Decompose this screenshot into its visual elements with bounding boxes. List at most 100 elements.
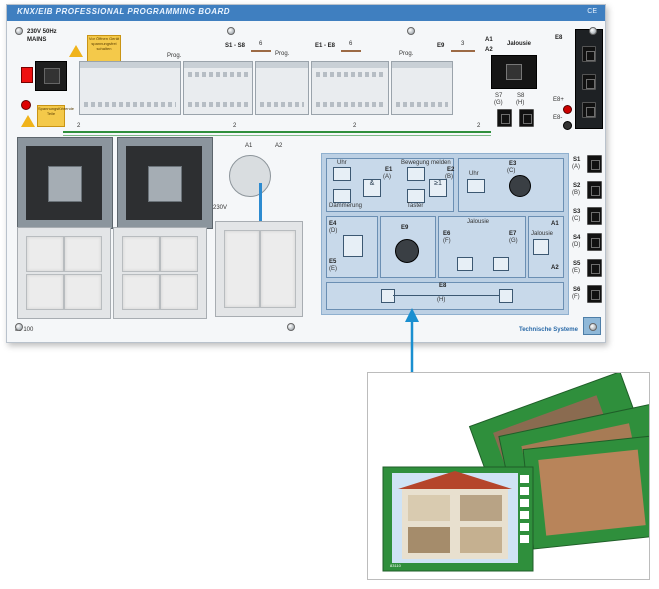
e7-symbol-icon bbox=[493, 257, 509, 271]
voltage-label: 230V bbox=[213, 205, 228, 211]
card-front bbox=[382, 466, 534, 572]
bus-number: 2 bbox=[353, 123, 357, 129]
side-socket-s4[interactable] bbox=[587, 233, 602, 251]
label-uhr: Uhr bbox=[337, 160, 347, 166]
label-daemmerung: Dämmerung bbox=[329, 203, 363, 209]
label-e5-sub: (E) bbox=[329, 266, 337, 272]
e3-knob[interactable] bbox=[509, 175, 531, 197]
label-e9: E9 bbox=[401, 225, 409, 231]
rocker-3b[interactable] bbox=[260, 230, 296, 308]
card-back-1 bbox=[522, 434, 659, 550]
label-e3: E3 bbox=[509, 161, 517, 167]
label-a2: A2 bbox=[485, 47, 493, 53]
side-socket-s5[interactable] bbox=[587, 259, 602, 277]
rocker-2d[interactable] bbox=[160, 274, 198, 310]
socket-e8-2[interactable] bbox=[582, 74, 596, 90]
flush-coupler-1 bbox=[17, 137, 113, 229]
side-socket-s1[interactable] bbox=[587, 155, 602, 173]
logic-cell-e9: E9 bbox=[380, 216, 436, 278]
daemmerung-icon bbox=[333, 189, 351, 203]
side-socket-s3[interactable] bbox=[587, 207, 602, 225]
switch-actuator-module-2 bbox=[311, 61, 389, 115]
bus-number: 2 bbox=[233, 123, 237, 129]
label-e1-sub: (A) bbox=[383, 174, 391, 180]
warning-icon-2 bbox=[21, 115, 35, 127]
side-socket-label: S2 bbox=[573, 183, 581, 189]
label-e6-sub: (F) bbox=[443, 238, 451, 244]
rocker-2c[interactable] bbox=[122, 274, 160, 310]
label-jalousie-title: Jalousie bbox=[467, 219, 490, 225]
wire bbox=[251, 50, 271, 52]
prog-label-2: Prog. bbox=[275, 51, 290, 57]
bus-wire-2 bbox=[63, 135, 491, 136]
side-socket-label: S6 bbox=[573, 287, 581, 293]
side-socket-sublabel: (E) bbox=[572, 268, 580, 274]
round-actuator bbox=[229, 155, 271, 197]
label-a1: A1 bbox=[485, 37, 493, 43]
rocker-1c[interactable] bbox=[26, 274, 64, 310]
screw bbox=[589, 323, 597, 331]
label-uhr-2: Uhr bbox=[469, 171, 479, 177]
power-supply-module bbox=[79, 61, 181, 115]
jalousie-socket[interactable] bbox=[491, 55, 537, 89]
side-socket-sublabel: (D) bbox=[572, 242, 581, 248]
uhr-icon bbox=[333, 167, 351, 181]
rocker-3a[interactable] bbox=[224, 230, 260, 308]
side-socket-sublabel: (B) bbox=[572, 190, 580, 196]
logic-cell-a1-a2: A1 A2 Jalousie bbox=[528, 216, 564, 278]
switch-actuator-module bbox=[183, 61, 253, 115]
label-s1-s8: S1 - S8 bbox=[225, 43, 246, 49]
label-e4-sub: (D) bbox=[329, 228, 338, 234]
label-taster: Taster bbox=[407, 203, 424, 209]
status-led bbox=[21, 100, 31, 110]
side-socket-label: S3 bbox=[573, 209, 581, 215]
rocker-1b[interactable] bbox=[64, 236, 102, 272]
screw bbox=[15, 27, 23, 35]
warning-note-2: Spannungsführende Teile bbox=[37, 105, 74, 127]
mains-label: MAINS bbox=[27, 37, 47, 43]
side-socket-s2[interactable] bbox=[587, 181, 602, 199]
side-socket-sublabel: (C) bbox=[572, 216, 581, 222]
label-s7: S7 bbox=[495, 93, 503, 99]
screw bbox=[15, 323, 23, 331]
e6-symbol-icon bbox=[457, 257, 473, 271]
logic-cell-e8: E8 (H) bbox=[326, 282, 564, 310]
label-e3-sub: (C) bbox=[507, 168, 516, 174]
e8-right-symbol-icon bbox=[499, 289, 513, 303]
dimmer-module bbox=[391, 61, 453, 115]
label-s8: S8 bbox=[517, 93, 525, 99]
label-e7-sub: (G) bbox=[509, 238, 518, 244]
label-s8-sub: (H) bbox=[516, 100, 525, 106]
rocker-1a[interactable] bbox=[26, 236, 64, 272]
e8-minus-jack[interactable] bbox=[563, 121, 572, 130]
label-s7-sub: (G) bbox=[494, 100, 503, 106]
wire bbox=[451, 50, 475, 52]
bus-number: 2 bbox=[77, 123, 81, 129]
power-switch[interactable] bbox=[21, 67, 33, 83]
e8-block bbox=[575, 29, 603, 129]
e9-knob[interactable] bbox=[395, 239, 419, 263]
wire bbox=[341, 50, 361, 52]
mains-inlet[interactable] bbox=[35, 61, 67, 91]
push-button-3 bbox=[215, 221, 303, 317]
or-gate-icon: ≥1 bbox=[429, 179, 447, 197]
side-socket-s6[interactable] bbox=[587, 285, 602, 303]
bewegung-icon bbox=[407, 167, 425, 181]
rocker-2b[interactable] bbox=[160, 236, 198, 272]
label-e2: E2 bbox=[447, 167, 455, 173]
socket-s8[interactable] bbox=[519, 109, 534, 127]
flush-coupler-2 bbox=[117, 137, 213, 229]
label-e8: E8 bbox=[555, 35, 563, 41]
prog-label-3: Prog. bbox=[399, 51, 414, 57]
rocker-2a[interactable] bbox=[122, 236, 160, 272]
socket-e8-1[interactable] bbox=[582, 46, 596, 62]
socket-s7[interactable] bbox=[497, 109, 512, 127]
push-button-1 bbox=[17, 227, 111, 319]
jalousie-motor-icon bbox=[533, 239, 549, 255]
switch-symbol-icon bbox=[343, 235, 363, 257]
e8-plus-jack[interactable] bbox=[563, 105, 572, 114]
board-title: KNX/EIB PROFESSIONAL PROGRAMMING BOARD bbox=[17, 7, 231, 16]
actuator-a1: A1 bbox=[245, 143, 253, 149]
rocker-1d[interactable] bbox=[64, 274, 102, 310]
socket-e8-3[interactable] bbox=[582, 102, 596, 118]
